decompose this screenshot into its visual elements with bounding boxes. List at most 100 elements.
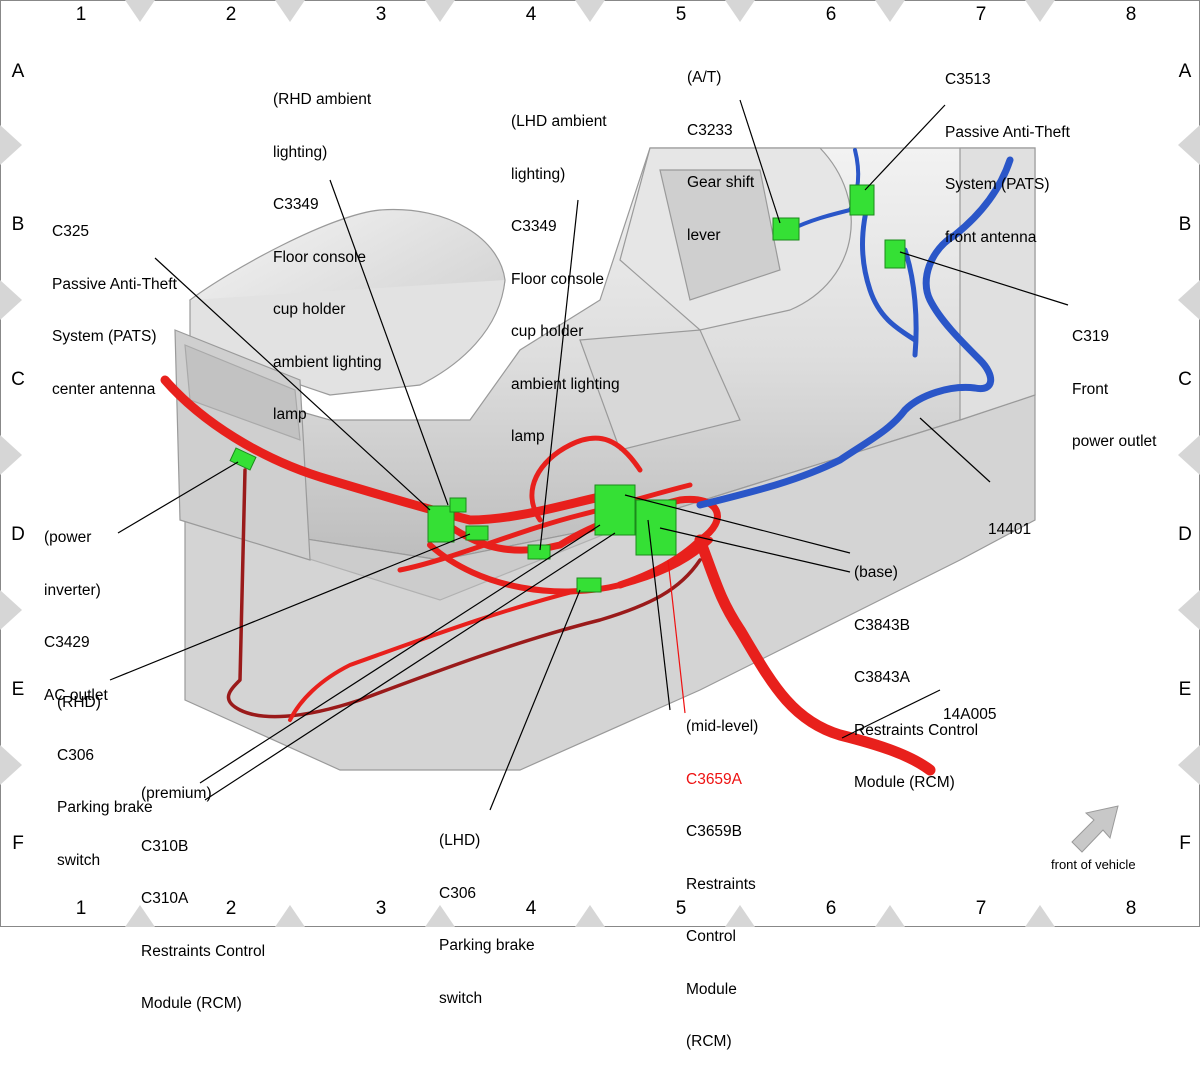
callout-line: front antenna [945,228,1037,246]
callout-line: Floor console [511,270,605,288]
grid-col-1-top: 1 [75,4,87,25]
connector-c3513 [849,184,875,216]
grid-col-2-bottom: 2 [225,898,237,919]
callout-line: (RHD) [57,694,101,711]
connector-c3349-rhd [449,497,467,513]
callout-line: center antenna [52,380,156,398]
grid-col-4-top: 4 [525,4,537,25]
callout-line: Restraints Control [854,721,979,739]
callout-line: System (PATS) [945,176,1050,193]
callout-line: AC outlet [44,686,108,704]
leader-lines [109,99,1069,811]
callout-line: cup holder [511,323,584,340]
callout-line: C310A [141,890,189,907]
callout-line: C3349 [511,218,557,235]
callout-line: C306 [57,746,95,764]
callout-c3843: (base) C3843B C3843A Restraints Control … [854,529,978,827]
callout-line: (LHD ambient [511,113,607,130]
callout-line: lamp [273,406,307,423]
grid-row-c-right: C [1178,369,1192,390]
front-of-vehicle-label: front of vehicle [1051,857,1136,872]
callout-line: C3513 [945,71,991,88]
callout-line: Module (RCM) [141,995,242,1012]
callout-line: C3429 [44,634,90,651]
callout-line: C319 [1072,328,1110,345]
callout-line: Module [686,980,737,998]
callout-line: lamp [511,428,545,445]
callout-line: 14A005 [943,706,997,723]
connector-c3429 [229,447,257,471]
grid-col-7-top: 7 [975,4,987,25]
floor-console [174,147,1036,771]
callout-line: C310B [141,837,189,855]
callout-line-highlight: C3659A [686,770,743,788]
connector-c3349-lhd [527,544,551,560]
callout-c319: C319 Front power outlet [1072,293,1156,486]
grid-row-b-right: B [1178,214,1192,235]
grid-row-e-right: E [1178,679,1192,700]
grid-row-d-right: D [1178,524,1192,545]
callout-c3233: (A/T) C3233 Gear shift lever [687,34,754,279]
callout-line: (LHD) [439,832,481,849]
grid-col-5-bottom: 5 [675,898,687,919]
grid-col-6-bottom: 6 [825,898,837,919]
callout-line: Front [1072,380,1109,398]
grid-col-6-top: 6 [825,4,837,25]
callout-14401: 14401 [988,486,1031,574]
grid-col-3-top: 3 [375,4,387,25]
callout-line: C3659B [686,823,743,840]
callout-line: System (PATS) [52,328,157,345]
wiring-diagram: 1 2 3 4 5 6 7 8 1 2 3 4 5 6 7 8 A B C D … [0,0,1200,1050]
callout-line: lighting) [273,143,328,161]
callout-c306-rhd: (RHD) C306 Parking brake switch [57,659,153,904]
grid-row-b-left: B [11,214,25,235]
callout-line: Parking brake [57,799,153,816]
callout-c3349-rhd: (RHD ambient lighting) C3349 Floor conso… [273,56,382,459]
callout-line: lighting) [511,165,566,183]
callout-c310: (premium) C310B C310A Restraints Control… [141,750,265,1048]
grid-row-a-left: A [11,61,25,82]
connector-rcm-b [635,499,677,556]
connector-c3233 [772,217,800,241]
callout-c3429: (power inverter) C3429 AC outlet [44,494,108,739]
callout-line: C3843A [854,669,911,686]
callout-line: ambient lighting [511,375,620,393]
callout-line: Gear shift [687,174,755,191]
callout-line: C306 [439,884,477,902]
callout-line: switch [439,989,483,1007]
callout-line: cup holder [273,301,346,318]
grid-row-f-right: F [1179,833,1191,854]
grid-col-2-top: 2 [225,4,237,25]
grid-row-e-left: E [11,679,25,700]
callout-line: (RHD ambient [273,91,372,108]
callout-line: Restraints [686,875,756,893]
callout-line: C3349 [273,196,319,213]
callout-line: (base) [854,564,898,581]
grid-col-4-bottom: 4 [525,898,537,919]
callout-line: (power [44,529,92,546]
callout-line: Passive Anti-Theft [945,123,1070,141]
callout-line: Floor console [273,248,367,266]
grid-col-3-bottom: 3 [375,898,387,919]
connector-c306-lhd [576,577,602,593]
grid-col-8-top: 8 [1125,4,1137,25]
diagram-artwork [0,0,1200,927]
connector-c306-rhd [465,525,489,541]
grid-row-a-right: A [1178,61,1192,82]
callout-line: Module (RCM) [854,774,955,791]
callout-line: power outlet [1072,433,1157,450]
callout-line: inverter) [44,581,101,599]
callout-14a005: 14A005 [943,671,996,759]
grid-col-5-top: 5 [675,4,687,25]
callout-line: ambient lighting [273,353,382,371]
connector-rcm [594,484,636,536]
callout-c3659: (mid-level) C3659A C3659B Restraints Con… [686,683,758,1086]
grid-col-7-bottom: 7 [975,898,987,919]
callout-line: C3843B [854,616,911,634]
callout-line: lever [687,226,721,244]
callout-line: (mid-level) [686,718,759,735]
grid-col-8-bottom: 8 [1125,898,1137,919]
callout-line: C325 [52,223,90,240]
callout-line: C3233 [687,121,733,139]
callout-line: Passive Anti-Theft [52,275,177,293]
